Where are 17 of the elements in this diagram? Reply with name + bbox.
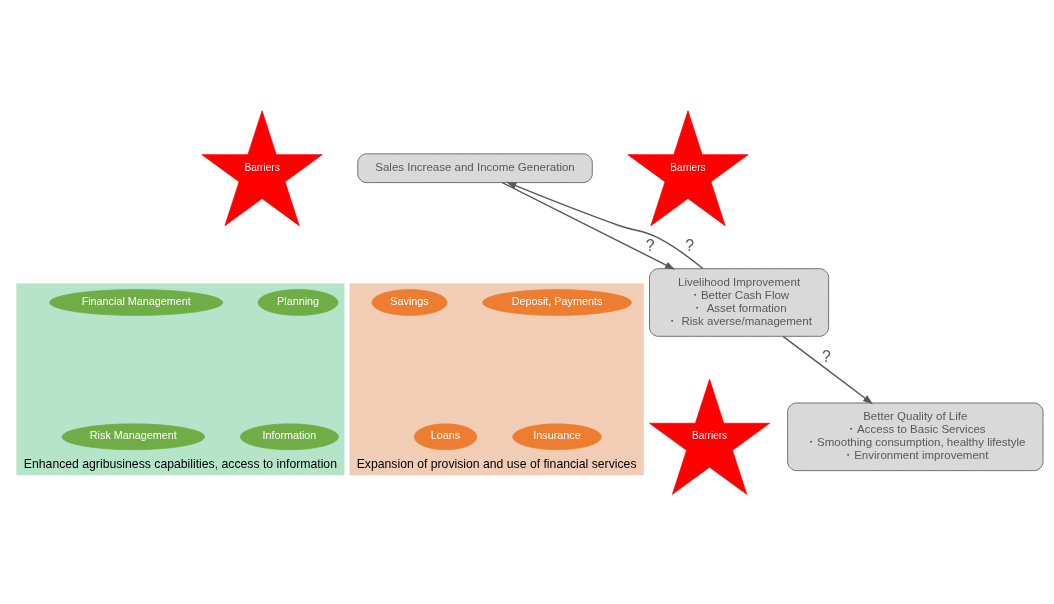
edge-label: ? (685, 236, 695, 254)
edge-label: ? (822, 347, 831, 365)
node-box: Sales Increase and Income Generation (357, 152, 593, 183)
arrow (501, 181, 676, 270)
node-ellipse: Savings (371, 288, 448, 316)
node-ellipse: Loans (413, 423, 478, 450)
node-box: Livelihood Improvement ・Better Cash Flow ・ Asset formation ・ Risk averse/management (649, 267, 829, 337)
node-ellipse: Deposit, Payments (482, 288, 632, 316)
node-ellipse: Insurance (512, 423, 602, 450)
node-ellipse: Planning (257, 288, 339, 316)
edge-label: ? (645, 236, 655, 254)
arrow (506, 181, 704, 269)
node-box: Better Quality of Life ・Access to Basic Services ・Smoothing consumption, healthy lifestyle ・Environment improvement (787, 402, 1044, 471)
node-ellipse: Financial Management (49, 288, 224, 316)
arrow (782, 335, 873, 404)
node-ellipse: Information (240, 423, 339, 450)
node-ellipse: Risk Management (61, 423, 206, 450)
